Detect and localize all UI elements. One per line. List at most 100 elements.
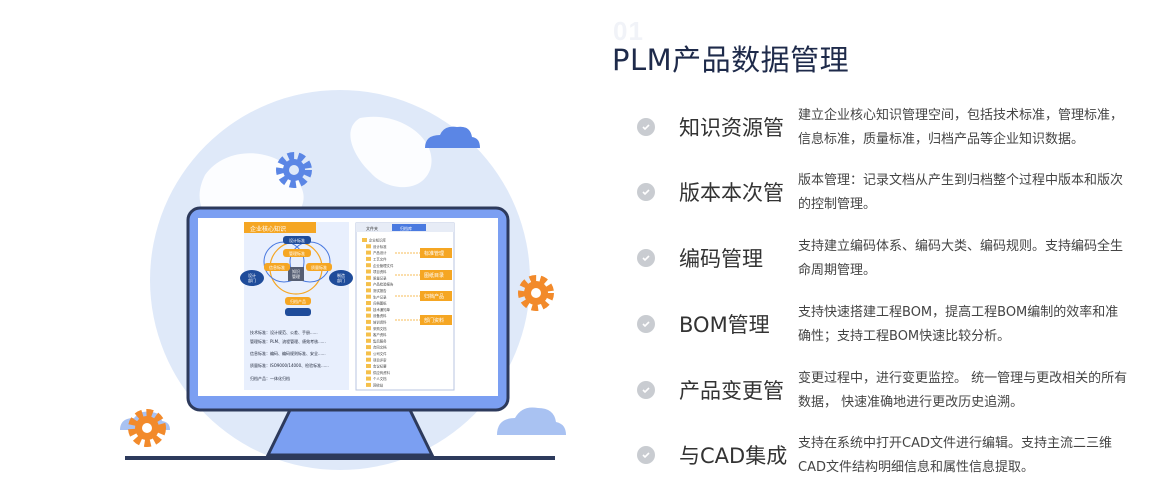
tree-row: 企业管理文件 xyxy=(366,263,394,268)
tree-row: 培训资料 xyxy=(366,320,387,325)
tree-item-label: 企业管理文件 xyxy=(373,263,394,268)
tree-item-label: 产品设计 xyxy=(373,250,387,255)
tree-row: 项目评审 xyxy=(366,357,387,362)
tree-item-label: 设备资料 xyxy=(373,313,387,318)
feature-item: 与CAD集成 支持在系统中打开CAD文件进行编辑。支持主流二三维CAD文件结构明… xyxy=(637,432,1157,492)
check-icon xyxy=(637,183,655,201)
tree-row: 质量记录 xyxy=(366,275,387,280)
gear-icon xyxy=(276,152,312,188)
folder-icon xyxy=(366,275,371,280)
folder-icon xyxy=(366,282,371,287)
feature-item: 知识资源管 建立企业核心知识管理空间，包括技术标准，管理标准，信息标准，质量标准… xyxy=(637,104,1157,164)
tree-row: 供应商资料 xyxy=(366,370,391,375)
tree-item-label: 项目评审 xyxy=(373,357,387,362)
gear-icon xyxy=(128,409,166,447)
tree-item-label: 质量记录 xyxy=(373,275,387,280)
panel-dept: 设计 xyxy=(248,272,256,278)
tree-row: 生产记录 xyxy=(366,294,387,299)
tree-row: 产品检验报告 xyxy=(366,282,394,287)
tree-row: 客户资料 xyxy=(366,332,387,337)
panel-bullet: 信息标准：编码、编码规则标准、安全...... xyxy=(250,350,326,356)
panel-dept: 制造 xyxy=(337,272,345,278)
feature-description: 支持建立编码体系、编码大类、编码规则。支持编码全生命周期管理。 xyxy=(798,239,1124,278)
feature-item: 编码管理 支持建立编码体系、编码大类、编码规则。支持编码全生命周期管理。 xyxy=(637,235,1157,295)
feature-name: 编码管理 xyxy=(679,247,763,271)
folder-icon xyxy=(366,313,371,318)
feature-description: 版本管理：记录文档从产生到归档整个过程中版本和版次的控制管理。 xyxy=(798,173,1124,212)
folder-icon xyxy=(366,376,371,381)
check-icon xyxy=(637,446,655,464)
folder-icon xyxy=(366,256,371,261)
tree-item-label: 客户资料 xyxy=(373,332,387,337)
folder-icon xyxy=(366,294,371,299)
tree-row: 采购文档 xyxy=(366,326,387,331)
feature-item: 产品变更管 变更过程中，进行变更监控。 统一管理与更改相关的所有数据， 快速准确… xyxy=(637,367,1157,427)
screen-knowledge-panel: 企业核心知识 技术标准：设计规范、公差、手册...... 管理标准：PLM、流程… xyxy=(240,222,353,390)
feature-item: 版本本次管 版本管理：记录文档从产生到归档整个过程中版本和版次的控制管理。 xyxy=(637,169,1157,229)
tree-row: 会议纪要 xyxy=(366,364,387,369)
tree-item-label: 售后服务 xyxy=(373,338,387,343)
panel-bullet: 技术标准：设计规范、公差、手册...... xyxy=(250,329,318,335)
folder-icon xyxy=(366,357,371,362)
folder-icon xyxy=(366,370,371,375)
panel-bullet: 管理标准：PLM、流程管理、绩效考核...... xyxy=(250,338,326,344)
tree-row: 售后服务 xyxy=(366,338,387,343)
panel-bullet: 质量标准：ISO9000/14000、检验标准...... xyxy=(250,362,329,368)
tree-item-label: 工艺文件 xyxy=(373,257,387,262)
tree-tag: 标准管理 xyxy=(424,250,444,257)
check-icon xyxy=(637,249,655,267)
folder-icon xyxy=(366,345,371,350)
panel-bullet: 归档产品：一体化归档 xyxy=(250,375,290,381)
section-number: 01 xyxy=(613,16,644,46)
tree-item-label: 合同文档 xyxy=(373,345,387,350)
tree-item-label: 供应商资料 xyxy=(373,370,391,375)
tree-row: 合同文档 xyxy=(366,345,387,350)
panel-node: 归档产品 xyxy=(290,298,306,304)
tree-item-label: 归档图纸 xyxy=(373,301,387,306)
tree-row: 企业知识库 xyxy=(362,238,387,243)
feature-name: BOM管理 xyxy=(679,313,770,337)
feature-description: 变更过程中，进行变更监控。 统一管理与更改相关的所有数据， 快速准确地进行更改历… xyxy=(798,371,1128,410)
feature-name: 产品变更管 xyxy=(679,379,784,403)
tree-row: 产品设计 xyxy=(366,250,387,255)
panel-node: 信息标准 xyxy=(269,264,285,270)
feature-name: 版本本次管 xyxy=(679,181,784,205)
tree-item-label: 个人文档 xyxy=(373,376,387,381)
tree-item-label: 设计标准 xyxy=(373,244,387,249)
tree-item-label: 产品检验报告 xyxy=(373,282,394,287)
folder-icon xyxy=(366,288,371,293)
folder-icon xyxy=(366,250,371,255)
tree-item-label: 企业知识库 xyxy=(369,238,387,243)
folder-icon xyxy=(366,382,371,387)
feature-description: 支持快速搭建工程BOM，提高工程BOM编制的效率和准确性；支持工程BOM快速比较… xyxy=(798,305,1119,344)
tree-row: 设备资料 xyxy=(366,313,387,318)
tree-row: 测试报告 xyxy=(366,288,387,293)
feature-name: 与CAD集成 xyxy=(679,444,788,468)
cloud-icon xyxy=(497,407,566,435)
folder-icon xyxy=(366,364,371,368)
folder-icon xyxy=(366,263,371,268)
folder-icon xyxy=(366,332,371,337)
tree-row: 归档图纸 xyxy=(366,301,387,306)
tree-tab: 文件夹 xyxy=(366,225,378,231)
plm-illustration: 企业核心知识 技术标准：设计规范、公差、手册...... 管理标准：PLM、流程… xyxy=(120,90,566,470)
folder-icon xyxy=(366,269,371,274)
tree-item-label: 技术通知单 xyxy=(373,307,391,312)
folder-icon xyxy=(366,319,371,324)
tree-item-label: 会议纪要 xyxy=(373,364,387,369)
tree-row: 回收站 xyxy=(366,383,384,388)
feature-description: 建立企业核心知识管理空间，包括技术标准，管理标准，信息标准，质量标准，归档产品等… xyxy=(798,108,1124,147)
tree-item-label: 测试报告 xyxy=(373,288,387,293)
check-icon xyxy=(637,118,655,136)
panel-title: 企业核心知识 xyxy=(250,225,286,233)
panel-dept: 部门 xyxy=(248,277,256,283)
tree-item-label: 回收站 xyxy=(373,383,384,388)
folder-icon xyxy=(366,326,371,331)
feature-name: 知识资源管 xyxy=(679,116,784,140)
tree-row: 技术通知单 xyxy=(366,307,391,312)
tree-item-label: 公司文件 xyxy=(373,351,387,356)
tree-tag: 部门资料 xyxy=(424,317,444,324)
folder-icon xyxy=(366,301,371,305)
check-icon xyxy=(637,381,655,399)
panel-node: 管理标准 xyxy=(289,250,305,256)
